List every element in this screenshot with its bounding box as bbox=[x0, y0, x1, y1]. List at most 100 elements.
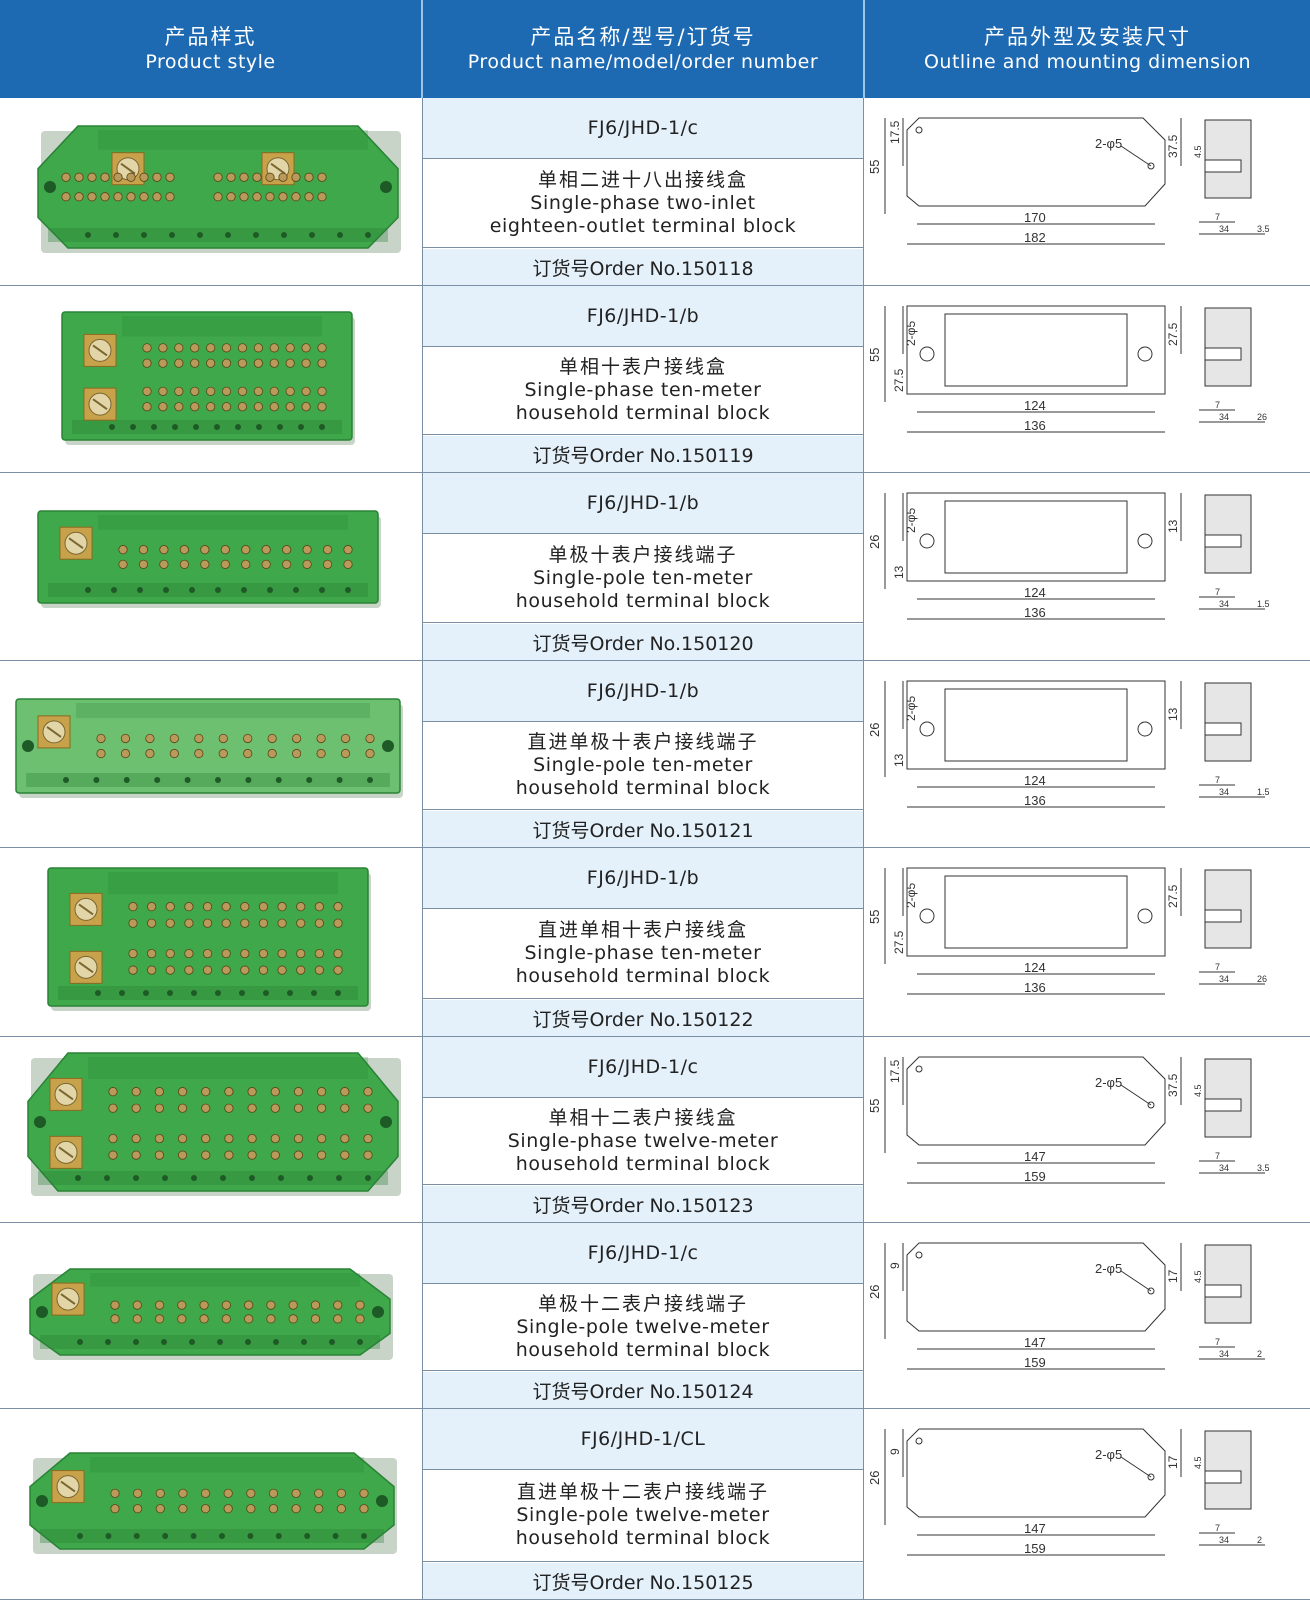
dim-side-b: 34 bbox=[1219, 1535, 1229, 1545]
product-name-cn: 单极十表户接线端子 bbox=[548, 543, 738, 566]
dim-top: 9 bbox=[888, 1262, 902, 1269]
dim-side-a: 7 bbox=[1215, 1337, 1220, 1347]
product-name-cn: 直进单极十二表户接线端子 bbox=[516, 1481, 769, 1503]
product-image-cell bbox=[0, 1409, 421, 1600]
dim-outer-width: 136 bbox=[1024, 418, 1046, 433]
dim-side-d: 4.5 bbox=[1193, 145, 1203, 158]
header-divider bbox=[863, 0, 865, 98]
product-name-en-line1: Single-pole ten-meter bbox=[533, 754, 753, 776]
dim-side-c: 3.5 bbox=[1257, 1163, 1270, 1173]
product-name-en-line1: Single-phase two-inlet bbox=[530, 191, 756, 214]
row-divider bbox=[0, 285, 1310, 286]
dim-side-a: 7 bbox=[1215, 962, 1220, 972]
dim-inner-width: 124 bbox=[1024, 398, 1046, 413]
dim-holes: 2-φ5 bbox=[1095, 136, 1122, 151]
header-product-style: 产品样式 Product style bbox=[0, 0, 421, 98]
dim-side-d: 4.5 bbox=[1193, 1084, 1203, 1097]
product-image-cell bbox=[0, 1223, 421, 1409]
dim-side-c: 1.5 bbox=[1257, 787, 1270, 797]
product-order-number: 订货号Order No.150122 bbox=[423, 1000, 863, 1036]
row-divider bbox=[0, 847, 1310, 848]
dim-inner-width: 147 bbox=[1024, 1149, 1046, 1164]
product-order-number: 订货号Order No.150125 bbox=[423, 1563, 863, 1599]
header-col1-en: Product style bbox=[145, 51, 276, 73]
dim-inner-width: 124 bbox=[1024, 773, 1046, 788]
product-photo-svg bbox=[27, 1052, 401, 1196]
dim-holes: 2-φ5 bbox=[904, 508, 918, 533]
product-image-cell bbox=[0, 1037, 421, 1223]
product-image-cell bbox=[0, 848, 421, 1037]
dim-side-c: 26 bbox=[1257, 412, 1267, 422]
dim-side-b: 34 bbox=[1219, 412, 1229, 422]
product-order-number: 订货号Order No.150124 bbox=[423, 1372, 863, 1408]
product-photo-svg bbox=[37, 125, 401, 253]
dim-height: 26 bbox=[867, 1471, 882, 1485]
dim-holes: 2-φ5 bbox=[1095, 1261, 1122, 1276]
product-name-en-line2: household terminal block bbox=[515, 589, 771, 612]
dim-right: 27.5 bbox=[1166, 322, 1180, 346]
product-image-cell bbox=[0, 661, 421, 848]
dimension-drawing bbox=[884, 117, 1265, 245]
dim-left: 13 bbox=[892, 565, 906, 579]
dim-holes: 2-φ5 bbox=[904, 883, 918, 908]
product-name-en-line1: Single-pole ten-meter bbox=[533, 566, 753, 589]
dim-side-b: 34 bbox=[1219, 599, 1229, 609]
dimension-drawing bbox=[884, 305, 1265, 433]
product-name-en-line1: Single-phase ten-meter bbox=[524, 942, 762, 964]
product-model: FJ6/JHD-1/b bbox=[423, 848, 863, 909]
dim-height: 55 bbox=[867, 348, 882, 362]
dim-side-c: 2 bbox=[1257, 1535, 1262, 1545]
dimension-drawing bbox=[884, 680, 1265, 808]
dim-side-b: 34 bbox=[1219, 974, 1229, 984]
product-photo-svg bbox=[29, 1452, 397, 1554]
dim-outer-width: 136 bbox=[1024, 605, 1046, 620]
product-photo bbox=[37, 125, 401, 253]
product-photo-svg bbox=[29, 1268, 393, 1360]
dim-outer-width: 136 bbox=[1024, 793, 1046, 808]
dim-side-b: 34 bbox=[1219, 1163, 1229, 1173]
product-order-number: 订货号Order No.150120 bbox=[423, 624, 863, 660]
dim-right: 13 bbox=[1166, 707, 1180, 721]
dim-right: 37.5 bbox=[1166, 1073, 1180, 1097]
header-outline-dimension: 产品外型及安装尺寸 Outline and mounting dimension bbox=[865, 0, 1310, 98]
product-name-en-line2: household terminal block bbox=[515, 965, 771, 987]
dim-left: 27.5 bbox=[892, 930, 906, 954]
header-col2-en: Product name/model/order number bbox=[467, 51, 819, 73]
dim-holes: 2-φ5 bbox=[904, 696, 918, 721]
dim-holes: 2-φ5 bbox=[904, 321, 918, 346]
product-model: FJ6/JHD-1/CL bbox=[423, 1409, 863, 1470]
dim-height: 26 bbox=[867, 1285, 882, 1299]
dim-left: 13 bbox=[892, 753, 906, 767]
dim-side-a: 7 bbox=[1215, 775, 1220, 785]
product-order-number: 订货号Order No.150119 bbox=[423, 436, 863, 472]
product-model: FJ6/JHD-1/c bbox=[423, 98, 863, 159]
product-model: FJ6/JHD-1/b bbox=[423, 286, 863, 347]
dim-top: 17.5 bbox=[888, 1059, 902, 1083]
dim-inner-width: 124 bbox=[1024, 585, 1046, 600]
header-product-name: 产品名称/型号/订货号 Product name/model/order num… bbox=[423, 0, 863, 98]
product-name-en-line2: household terminal block bbox=[515, 1152, 771, 1175]
dim-side-b: 34 bbox=[1219, 1349, 1229, 1359]
dim-side-a: 7 bbox=[1215, 587, 1220, 597]
product-photo-svg bbox=[15, 698, 403, 798]
dim-top: 17.5 bbox=[888, 120, 902, 144]
